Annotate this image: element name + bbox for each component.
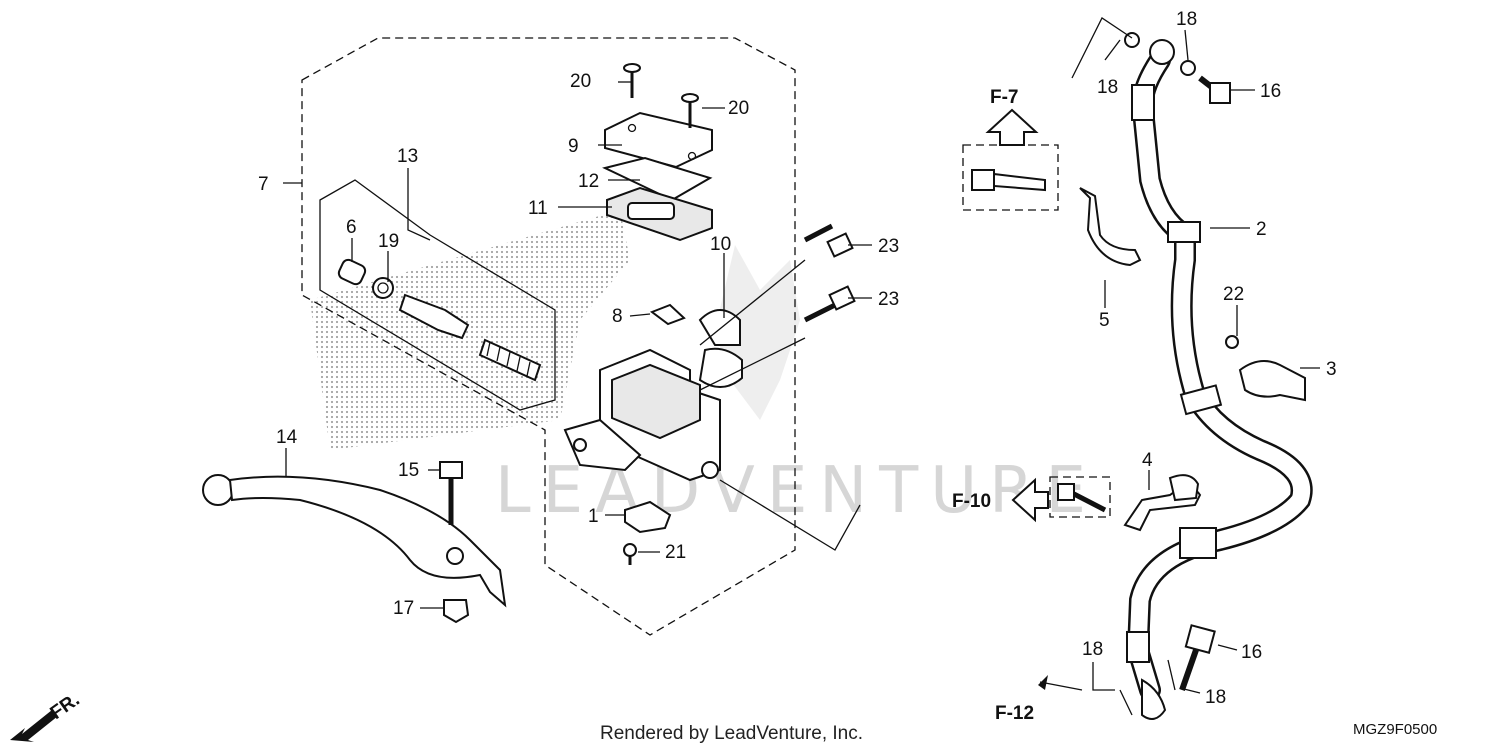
bolt-23b [803,285,856,323]
ref-box-f7 [962,144,1059,211]
piston-parts [337,258,542,382]
hose-clamp-5 [1079,187,1142,267]
callout-15: 15 [398,460,419,481]
brake-hose [1124,32,1313,701]
callout-18d: 18 [1205,687,1226,708]
callout-8: 8 [612,306,623,327]
screw-21 [623,543,637,565]
ref-label-f12: F-12 [995,703,1034,724]
reservoir-plate [602,156,713,202]
banjo-bolt-top [1198,75,1231,104]
callout-21: 21 [665,542,686,563]
callout-17: 17 [393,598,414,619]
ref-arrow-f10 [1011,477,1049,523]
bolt-f7 [971,169,1046,192]
callout-10: 10 [710,234,731,255]
callout-5: 5 [1099,310,1110,331]
bolt-22 [1225,335,1239,349]
bolt-23a [803,223,854,258]
diaphragm [606,186,713,242]
pivot-bolt-15 [439,461,463,525]
ref-arrow-f12 [1038,675,1048,690]
callout-6: 6 [346,217,357,238]
master-cylinder-outline [301,37,796,636]
seals-bottom [1119,659,1176,720]
diagram-code: MGZ9F0500 [1353,721,1437,738]
callout-18b: 18 [1176,9,1197,30]
callout-20a: 20 [570,71,591,92]
honda-shading [310,210,630,450]
callout-16b: 16 [1241,642,1262,663]
nut-17 [443,599,470,624]
leader-lines [283,17,1320,694]
callout-7: 7 [258,174,269,195]
callout-23a: 23 [878,236,899,257]
screw-20a [623,63,641,98]
reservoir-cap [604,111,713,169]
ref-label-f10: F-10 [952,491,991,512]
clamp-4-collar [1168,474,1200,502]
callout-2: 2 [1256,219,1267,240]
banjo-bolt-bottom [1179,624,1216,691]
callout-19: 19 [378,231,399,252]
callout-20b: 20 [728,98,749,119]
hose-clamp-3 [1238,360,1306,402]
stop-switch [624,500,672,534]
callout-3: 3 [1326,359,1337,380]
screw-20b [681,93,699,128]
ref-label-f7: F-7 [990,87,1019,108]
footer-credit: Rendered by LeadVenture, Inc. [600,723,863,744]
callout-4: 4 [1142,450,1153,471]
ref-box-f10 [1049,476,1111,518]
holder-clamp [698,309,743,388]
callout-18c: 18 [1082,639,1103,660]
callout-11: 11 [528,198,548,219]
bolt-f10 [1057,483,1107,513]
callout-1: 1 [588,506,599,527]
front-arrow [10,710,58,742]
callout-23b: 23 [878,289,899,310]
callout-16a: 16 [1260,81,1281,102]
ref-arrow-f7 [985,108,1039,146]
callout-18a: 18 [1097,77,1118,98]
callouts: 7 13 6 19 20 20 9 12 11 10 23 23 8 14 15… [258,9,1337,708]
callout-22: 22 [1223,284,1244,305]
callout-14: 14 [276,427,298,448]
piston-kit-outline [319,179,556,411]
callout-13: 13 [397,146,418,167]
clip-8 [649,303,686,326]
brake-lever [202,474,507,608]
callout-9: 9 [568,136,579,157]
callout-12: 12 [578,171,599,192]
master-cylinder-body [563,348,721,482]
